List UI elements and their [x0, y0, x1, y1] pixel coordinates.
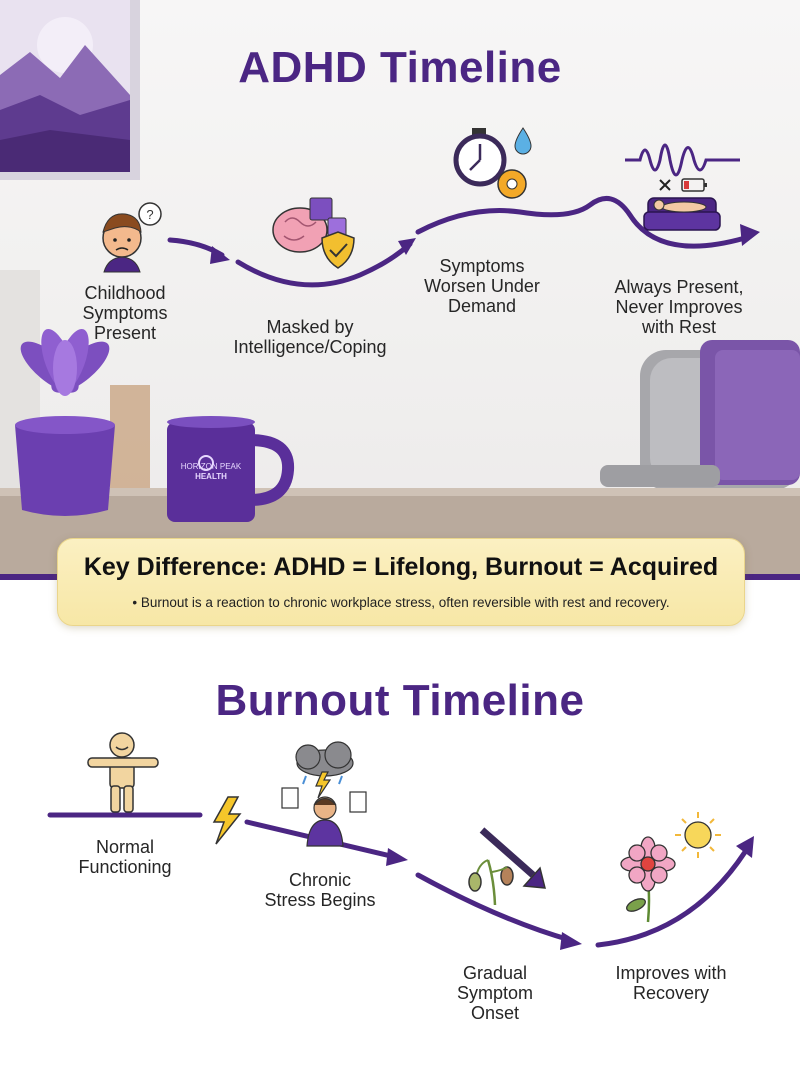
stressed-person-storm-cloud-icon	[281, 741, 367, 847]
burnout-timeline-arrowheads	[386, 836, 754, 950]
succulent-plant-icon	[15, 328, 115, 516]
key-difference-title: Key Difference: ADHD = Lifelong, Burnout…	[83, 553, 719, 581]
sleep-sofa-low-battery-icon	[625, 143, 740, 231]
burnout-stage-label-1: Normal Functioning	[78, 837, 172, 877]
adhd-stage-label-4: Always Present, Never Improves with Rest	[614, 277, 744, 337]
key-difference-body: • Burnout is a reaction to chronic workp…	[132, 595, 670, 610]
adhd-stage-label-1: Childhood Symptoms Present	[82, 283, 168, 343]
key-difference-callout: Key Difference: ADHD = Lifelong, Burnout…	[57, 538, 745, 626]
adhd-scene: ?	[0, 0, 800, 580]
mountain-picture-icon	[0, 0, 140, 180]
mug-brand-line1: HORIZON PEAK	[180, 462, 242, 471]
burnout-title: Burnout Timeline	[215, 676, 585, 725]
burnout-stage-label-4: Improves with Recovery	[615, 963, 727, 1003]
svg-text:?: ?	[146, 207, 153, 222]
mug-icon	[167, 416, 295, 522]
confused-child-icon: ?	[102, 202, 162, 273]
adhd-timeline-arrowheads	[210, 224, 760, 264]
lightning-icon	[212, 796, 242, 845]
burnout-stage-label-2: Chronic Stress Begins	[264, 870, 376, 910]
wilting-plant-down-arrow-icon	[468, 827, 546, 906]
background-scene: ?	[0, 0, 800, 580]
adhd-stage-label-3: Symptoms Worsen Under Demand	[424, 256, 540, 316]
adhd-stage-label-2: Masked by Intelligence/Coping	[233, 317, 387, 357]
flower-sun-icon	[620, 812, 721, 923]
burnout-stage-label-3: Gradual Symptom Onset	[456, 963, 534, 1023]
office-chair-icon	[600, 340, 800, 490]
happy-person-icon	[87, 732, 159, 813]
brain-puzzle-shield-icon	[272, 197, 355, 269]
burnout-panel	[0, 580, 800, 1071]
adhd-title: ADHD Timeline	[238, 43, 562, 92]
stopwatch-gear-drop-icon	[453, 127, 532, 199]
mug-brand: HORIZON PEAK HEALTH	[167, 462, 255, 482]
mug-brand-line2: HEALTH	[195, 472, 227, 481]
